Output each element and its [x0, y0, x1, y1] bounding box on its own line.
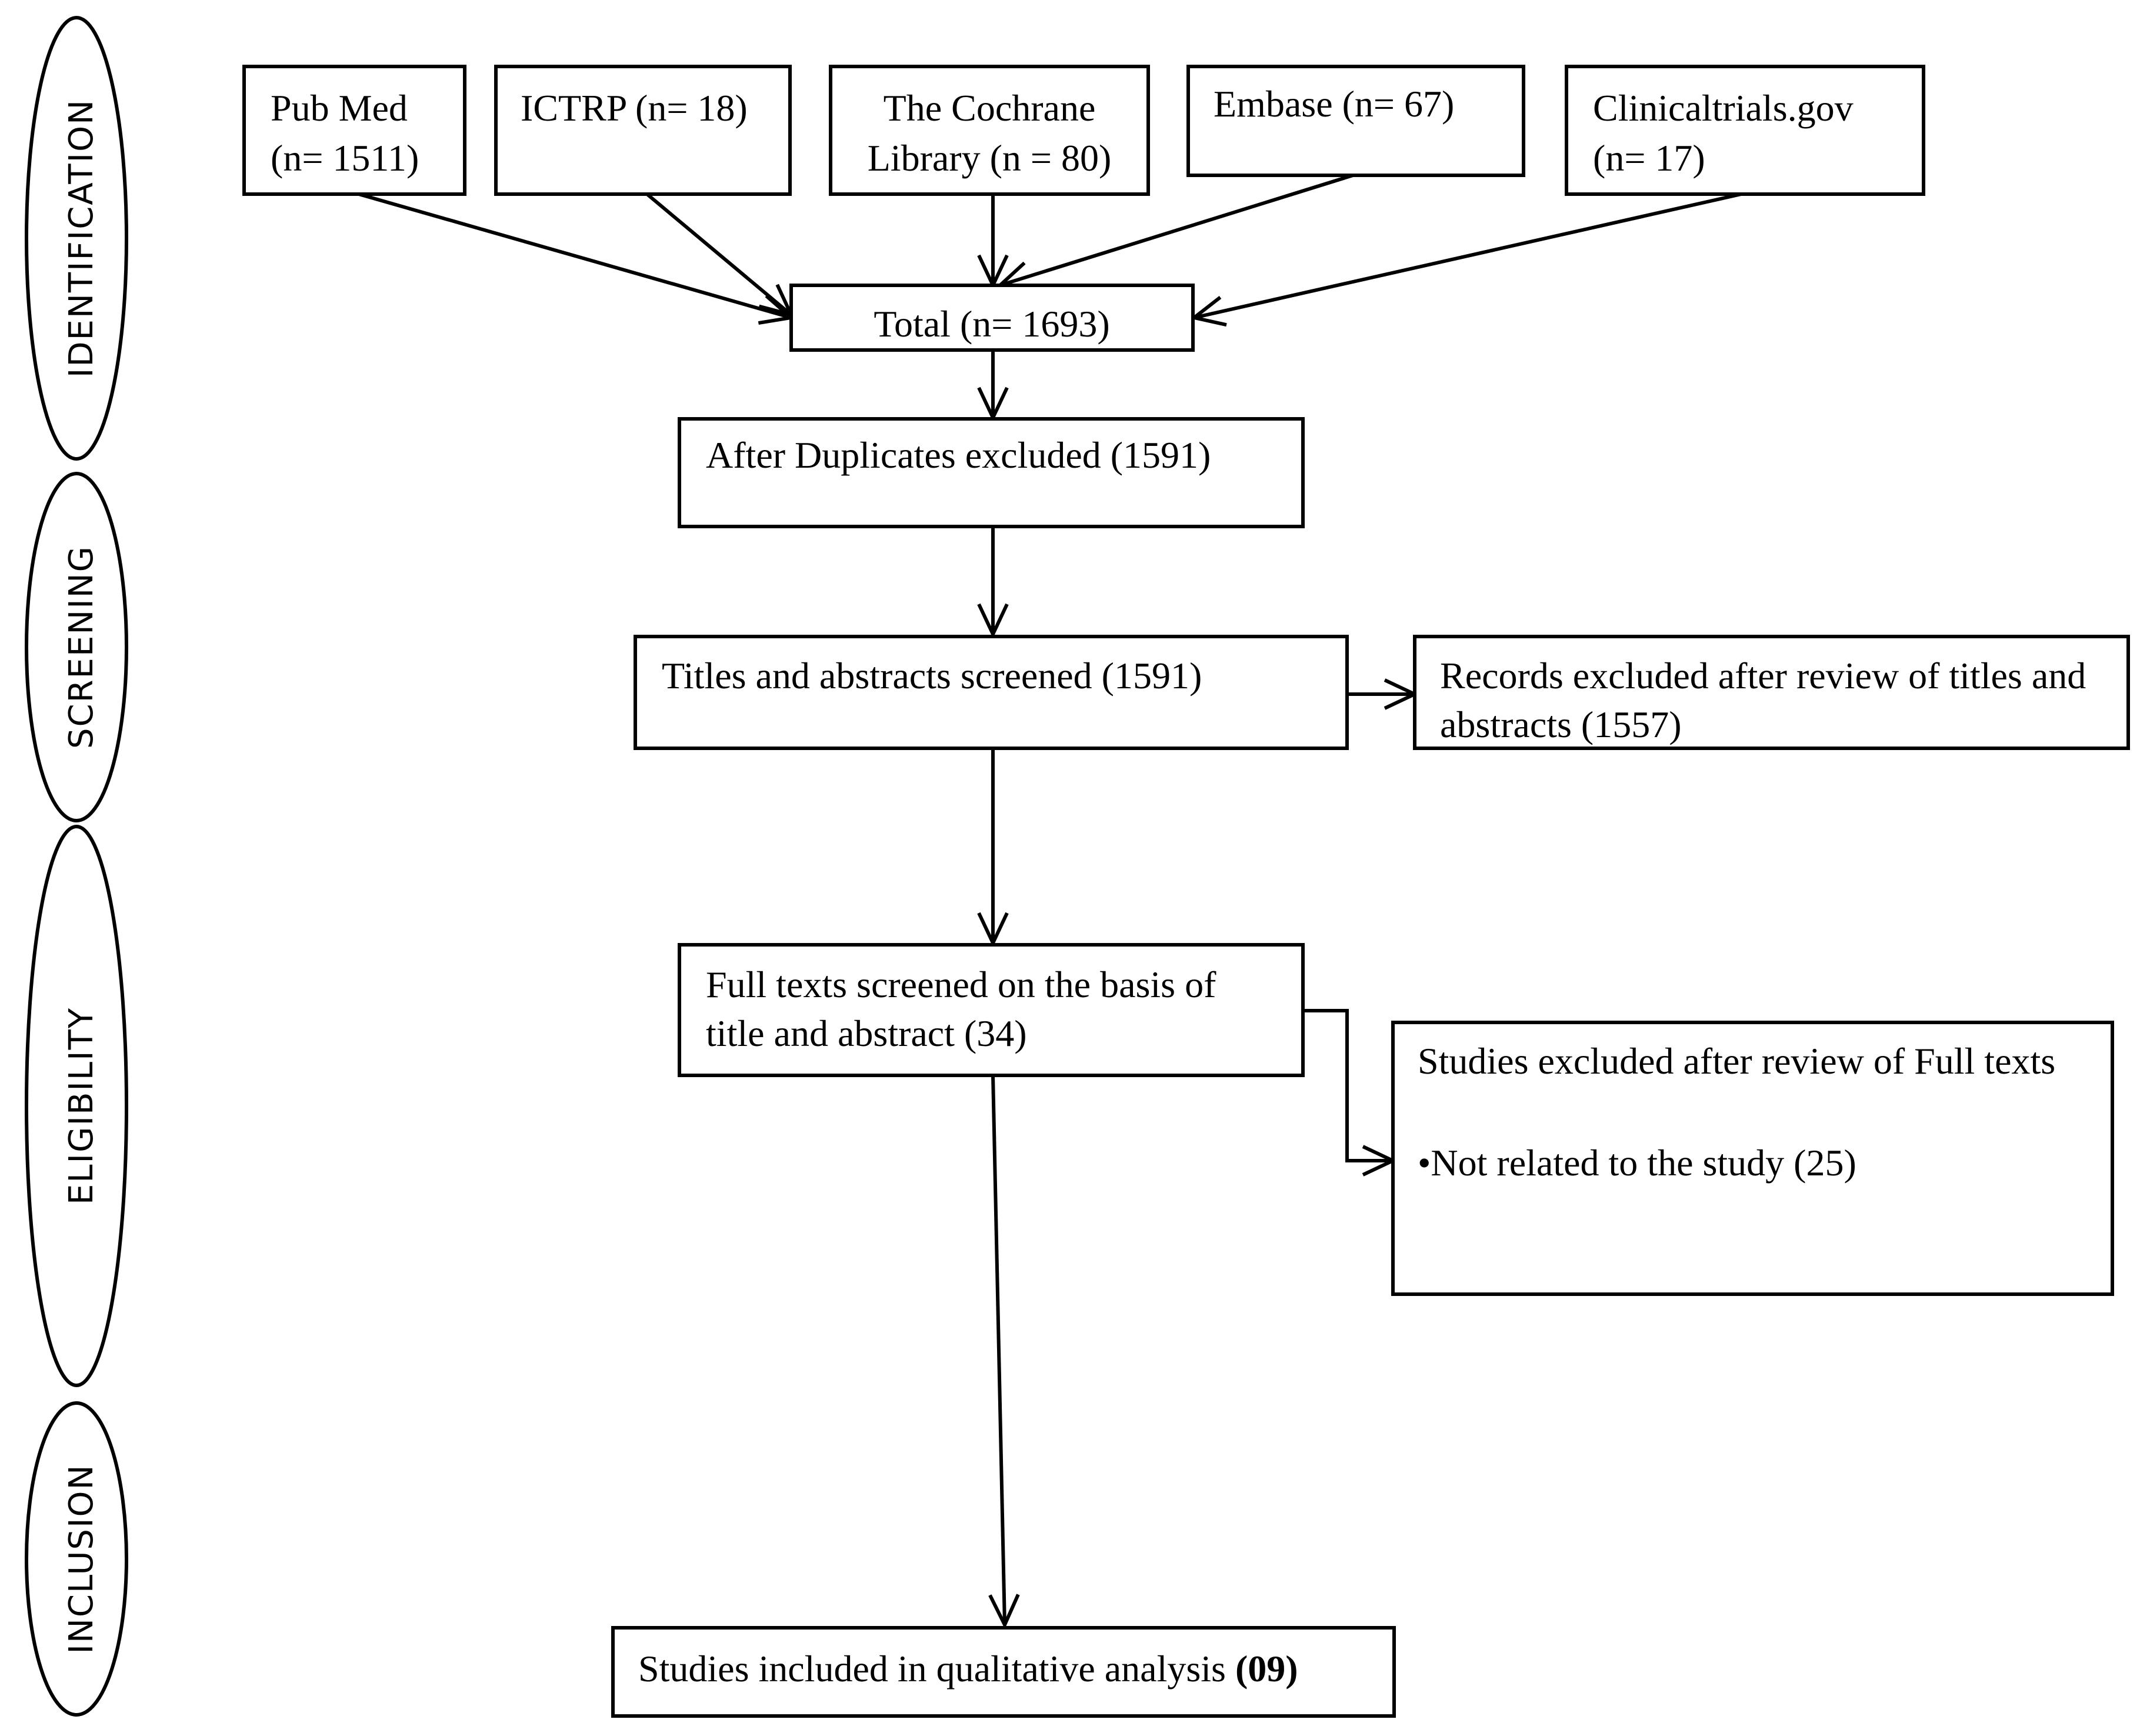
cochrane-line-1: The Cochrane [884, 87, 1096, 129]
source-ictrp-box: ICTRP (n= 18) [494, 65, 792, 196]
excluded-records-box: Records excluded after review of titles … [1413, 635, 2130, 750]
arrow-clinicaltrials-to-total [1194, 192, 1742, 318]
stage-identification-label: IDENTIFICATION [62, 99, 101, 378]
fulltext-box: Full texts screened on the basis of titl… [678, 943, 1305, 1077]
connectors [358, 174, 1742, 1625]
source-embase-box: Embase (n= 67) [1186, 65, 1525, 177]
excluded-studies-title: Studies excluded after review of Full te… [1418, 1040, 2055, 1082]
embase-line-1: Embase (n= 67) [1214, 83, 1454, 125]
duplicates-box: After Duplicates excluded (1591) [678, 417, 1305, 528]
clinicaltrials-line-2: (n= 17) [1593, 137, 1705, 179]
screened-label: Titles and abstracts screened (1591) [662, 655, 1202, 697]
arrow-fulltext-to-excluded-studies [1303, 1009, 1393, 1161]
ictrp-line-1: ICTRP (n= 18) [521, 87, 748, 129]
included-box: Studies included in qualitative analysis… [611, 1626, 1396, 1718]
excluded-studies-box: Studies excluded after review of Full te… [1391, 1021, 2114, 1296]
fulltext-line-1: Full texts screened on the basis of [706, 964, 1216, 1005]
included-text: Studies included in qualitative analysis… [638, 1648, 1298, 1690]
cochrane-line-2: Library (n = 80) [868, 137, 1112, 179]
excluded-studies-reason: •Not related to the study (25) [1418, 1142, 1856, 1184]
source-clinicaltrials-box: Clinicaltrials.gov (n= 17) [1565, 65, 1925, 196]
source-cochrane-box: The Cochrane Library (n = 80) [829, 65, 1150, 196]
arrow-pubmed-to-total [358, 192, 791, 318]
excluded-records-line-2: abstracts (1557) [1440, 704, 1682, 745]
duplicates-label: After Duplicates excluded (1591) [706, 434, 1211, 476]
excluded-records-line-1: Records excluded after review of titles … [1440, 655, 2086, 697]
stage-identification: IDENTIFICATION [25, 16, 128, 461]
included-count: (09) [1235, 1648, 1298, 1690]
screened-box: Titles and abstracts screened (1591) [634, 635, 1349, 750]
included-label: Studies included in qualitative analysis [638, 1648, 1235, 1690]
total-label: Total (n= 1693) [874, 303, 1109, 345]
stage-screening: SCREENING [25, 472, 128, 822]
pubmed-line-2: (n= 1511) [271, 137, 419, 179]
source-pubmed-box: Pub Med (n= 1511) [242, 65, 466, 196]
total-box: Total (n= 1693) [789, 284, 1195, 352]
pubmed-line-1: Pub Med [271, 87, 408, 129]
fulltext-line-2: title and abstract (34) [706, 1012, 1027, 1054]
clinicaltrials-line-1: Clinicaltrials.gov [1593, 87, 1854, 129]
stage-inclusion: INCLUSION [25, 1401, 128, 1717]
arrow-ictrp-to-total [646, 192, 791, 315]
stage-screening-label: SCREENING [62, 545, 101, 749]
stage-eligibility-label: ELIGIBILITY [62, 1007, 101, 1205]
stage-inclusion-label: INCLUSION [62, 1464, 101, 1654]
arrow-fulltext-to-included [993, 1075, 1005, 1625]
stage-eligibility: ELIGIBILITY [25, 825, 128, 1387]
arrow-embase-to-total [1000, 174, 1354, 285]
